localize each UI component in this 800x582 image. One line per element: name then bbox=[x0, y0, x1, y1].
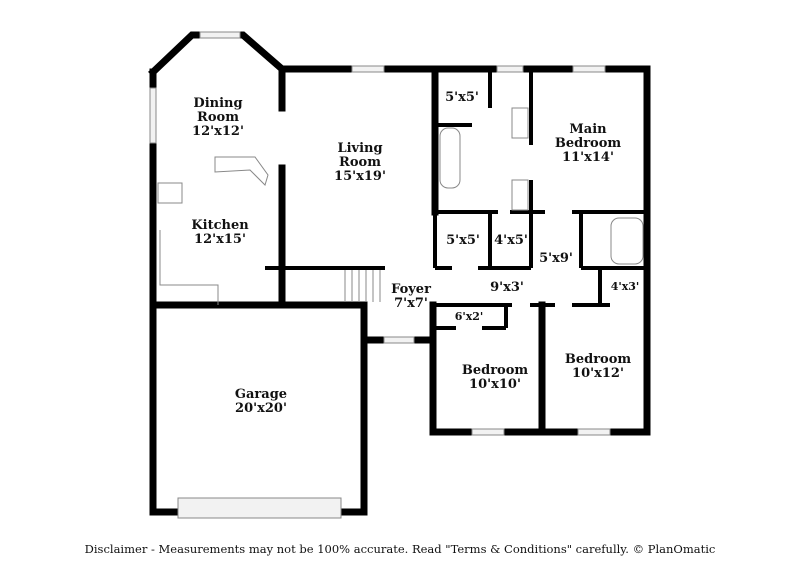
garage-size: 20'x20' bbox=[235, 401, 287, 416]
kitchen-counter bbox=[159, 230, 219, 305]
windows bbox=[149, 31, 611, 519]
living-room-name: Living bbox=[337, 141, 382, 156]
hall-size: 9'x3' bbox=[490, 280, 524, 295]
closet-size: 4'x5' bbox=[494, 233, 528, 248]
window bbox=[577, 428, 611, 436]
window bbox=[351, 65, 385, 73]
bedroom-name: Bedroom bbox=[462, 363, 529, 378]
bathtub bbox=[610, 217, 644, 265]
bedroom-size: 10'x12' bbox=[572, 366, 624, 381]
sink bbox=[511, 107, 529, 139]
bedroom-size: 10'x10' bbox=[469, 377, 521, 392]
living-room-size: 15'x19' bbox=[334, 169, 386, 184]
closet-size: 5'x5' bbox=[445, 90, 479, 105]
foyer-size: 7'x7' bbox=[394, 296, 428, 311]
kitchen-size: 12'x15' bbox=[194, 232, 246, 247]
window bbox=[199, 31, 241, 39]
garage-name: Garage bbox=[235, 387, 287, 402]
kitchen-name: Kitchen bbox=[191, 218, 249, 233]
window bbox=[572, 65, 606, 73]
closet-size: 5'x5' bbox=[446, 233, 480, 248]
fixtures bbox=[157, 107, 644, 305]
dining-room-name: Room bbox=[197, 110, 239, 125]
main-bedroom-name: Main bbox=[569, 122, 607, 137]
stairs bbox=[344, 270, 381, 302]
foyer-name: Foyer bbox=[391, 282, 431, 297]
closet-size: 6'x2' bbox=[455, 310, 484, 323]
front-door bbox=[383, 336, 415, 344]
dining-room-size: 12'x12' bbox=[192, 124, 244, 139]
linen-size: 4'x3' bbox=[611, 280, 640, 293]
window bbox=[496, 65, 524, 73]
kitchen-counter bbox=[214, 156, 269, 186]
window bbox=[471, 428, 505, 436]
bathtub bbox=[439, 127, 461, 189]
dining-room-name: Dining bbox=[193, 96, 242, 111]
main-bedroom-size: 11'x14' bbox=[562, 150, 614, 165]
garage-door bbox=[177, 497, 342, 519]
fridge bbox=[157, 182, 183, 204]
disclaimer: Disclaimer - Measurements may not be 100… bbox=[84, 542, 716, 556]
window bbox=[149, 87, 157, 144]
living-room-name: Room bbox=[339, 155, 381, 170]
main-bedroom-name: Bedroom bbox=[555, 136, 622, 151]
room-labels: Dining Room 12'x12' Living Room 15'x19' … bbox=[191, 90, 639, 416]
bath-size: 5'x9' bbox=[539, 251, 573, 266]
bedroom-name: Bedroom bbox=[565, 352, 632, 367]
sink bbox=[511, 179, 529, 211]
